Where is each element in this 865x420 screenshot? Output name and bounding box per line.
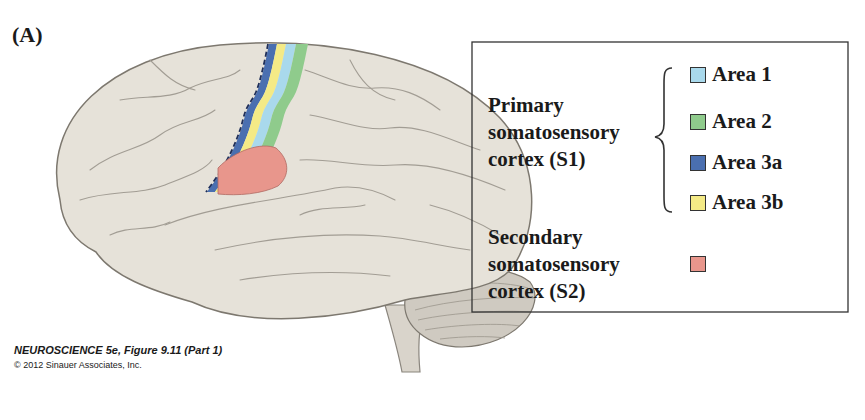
legend-text: Area 2: [712, 108, 772, 135]
legend-swatch: [690, 256, 706, 272]
legend-text: Secondary somatosensory cortex (S2): [488, 224, 648, 305]
legend-text: Area 3b: [712, 189, 783, 216]
legend-swatch: [690, 155, 706, 171]
cerebrum-outline: [57, 43, 532, 319]
legend-text: Area 3a: [712, 149, 782, 176]
legend-frame: [472, 42, 848, 312]
legend-swatch: [690, 67, 706, 83]
legend-swatch: [690, 195, 706, 211]
group-label: Primary somatosensory cortex (S1): [488, 92, 648, 173]
s2-region: [218, 146, 287, 195]
panel-letter: (A): [12, 22, 43, 48]
figure-credit: NEUROSCIENCE 5e, Figure 9.11 (Part 1): [14, 344, 222, 356]
legend-bracket: [655, 68, 672, 212]
legend-text: Area 1: [712, 61, 772, 88]
legend-swatch: [690, 114, 706, 130]
copyright-note: © 2012 Sinauer Associates, Inc.: [14, 360, 142, 370]
